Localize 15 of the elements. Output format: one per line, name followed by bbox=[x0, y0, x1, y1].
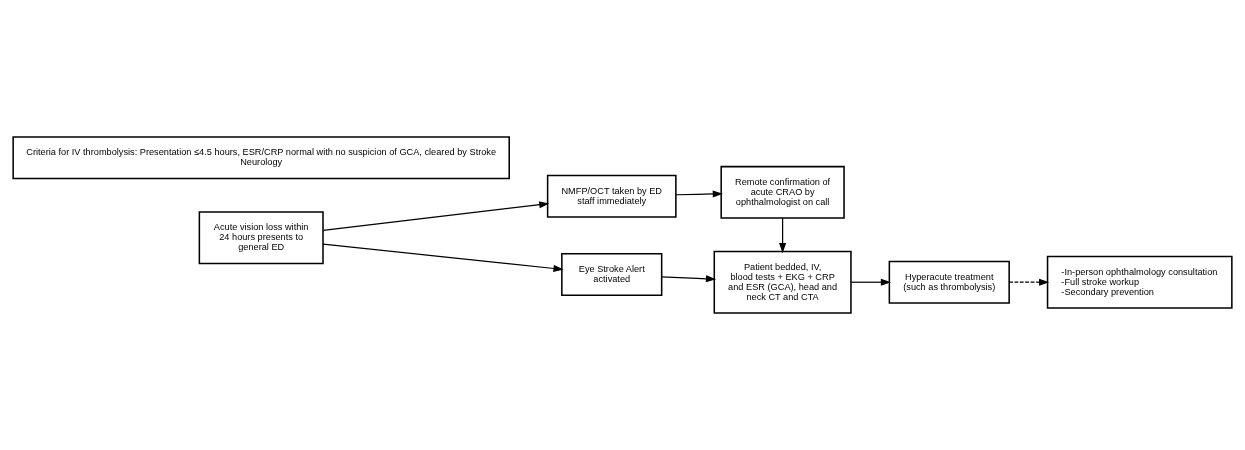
node-box: Hyperacute treatment (such as thrombolysis) bbox=[888, 260, 1010, 304]
node-box: Remote confirmation of acute CRAO by ophthalmologist on call bbox=[720, 165, 845, 219]
arrow bbox=[661, 275, 717, 283]
node-box: -In-person ophthalmology consultation -Full stroke workup -Secondary prevention bbox=[1046, 255, 1233, 309]
arrow bbox=[322, 201, 550, 231]
node-box: Eye Stroke Alert activated bbox=[561, 253, 663, 297]
arrow bbox=[1008, 278, 1050, 286]
arrow bbox=[850, 278, 892, 286]
node-box: Acute vision loss within 24 hours presents to general ED bbox=[198, 211, 324, 265]
arrow bbox=[779, 217, 787, 254]
arrow bbox=[675, 190, 723, 198]
arrow bbox=[322, 243, 564, 272]
node-box: Patient bedded, IV, blood tests + EKG + CRP and ESR (GCA), head and neck CT and CTA bbox=[713, 250, 852, 314]
node-box: Criteria for IV thrombolysis: Presentation ≤4.5 hours, ESR/CRP normal with no suspicion of GCA, cleared by Stroke Neurology bbox=[12, 136, 510, 180]
node-box: NMFP/OCT taken by ED staff immediately bbox=[546, 174, 677, 218]
